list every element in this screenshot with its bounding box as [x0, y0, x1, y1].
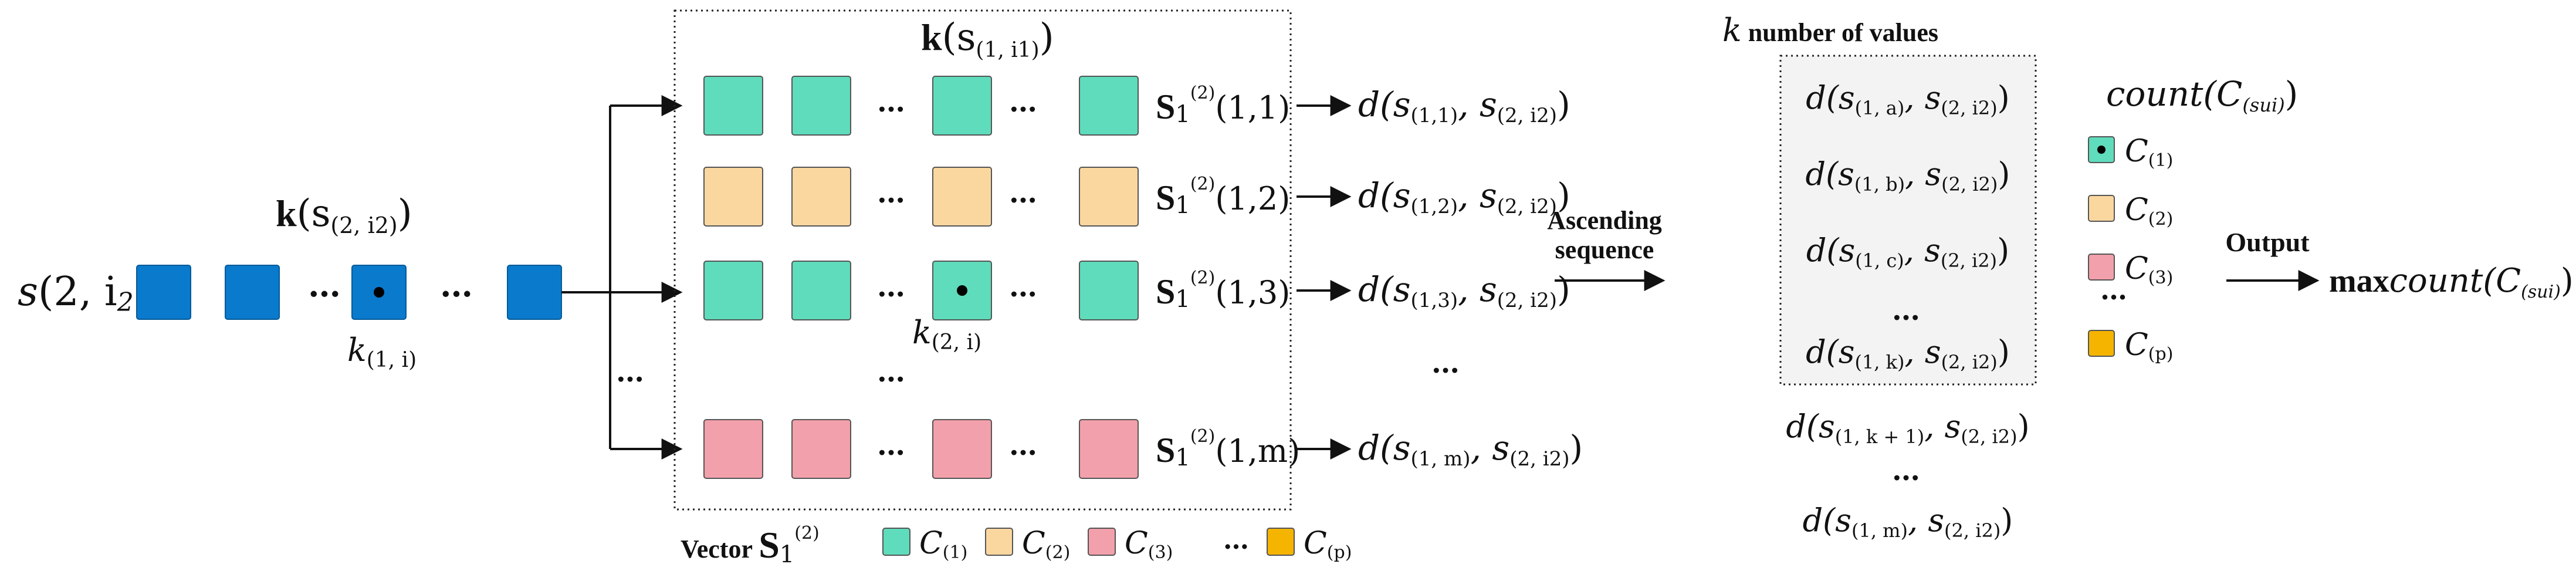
legend-swatch — [882, 528, 910, 556]
matrix-cell — [932, 76, 992, 136]
legend-items: C(1) C(2) C(3) … C(p) — [882, 525, 1352, 563]
legend-label: C(2) — [1022, 526, 1070, 563]
matrix-point-marker — [957, 285, 967, 296]
matrix-ellipsis: … — [877, 356, 905, 389]
legend-swatch — [1088, 528, 1116, 556]
distance-value: d(s(1, m), s(2, i2)) — [1358, 428, 1583, 471]
fan-out-connectors — [561, 95, 683, 460]
matrix-cell — [1079, 76, 1139, 136]
training-matrix: k(s(1, i1)) … … S1(2)(1,1) … … S1(2)(1,2) … … S1… — [673, 9, 1300, 511]
matrix-row-label: S1(2)(1,2) — [1156, 174, 1290, 219]
row-ellipsis: … — [877, 86, 905, 119]
legend-title: Vector S1(2) — [681, 523, 820, 568]
legend-swatch — [1267, 528, 1295, 556]
input-point-marker — [374, 287, 384, 298]
k-values-list: d(s(1, a), s(2, i2)) d(s(1, b), s(2, i2))… — [1806, 79, 2010, 373]
input-label: s(2, i2) — [18, 269, 149, 318]
connector-ellipsis: … — [616, 356, 644, 389]
sort-label-line2: sequence — [1555, 235, 1654, 264]
row-ellipsis: … — [877, 429, 905, 462]
output-result: maxcount(C(sui)) — [2329, 262, 2574, 302]
input-vector-label: k(s(2, i2)) — [276, 192, 412, 238]
count-label: C(1) — [2125, 134, 2173, 171]
matrix-frame — [673, 9, 1292, 511]
k-values: k number of values d(s(1, a), s(2, i2))d… — [1722, 12, 2037, 542]
matrix-cell — [703, 76, 763, 136]
k-value: d(s(1, a), s(2, i2)) — [1806, 79, 2010, 119]
k-values-ellipsis: … — [1892, 294, 1920, 327]
output-step: Output maxcount(C(sui)) — [2225, 227, 2573, 302]
remaining-value: d(s(1, m), s(2, i2)) — [1803, 502, 2013, 542]
count-swatch — [2088, 330, 2115, 357]
count-panel: count(C(sui)) C(1) C(2) C(3) C(p) … — [2088, 74, 2298, 364]
input-ellipsis: … — [440, 266, 473, 305]
count-marker — [2097, 146, 2106, 154]
matrix-title: k(s(1, i1)) — [921, 16, 1054, 62]
legend-swatch — [985, 528, 1013, 556]
row-ellipsis: … — [1009, 86, 1037, 119]
k-rest-ellipsis: … — [1892, 454, 1920, 487]
input-ellipsis: … — [308, 266, 341, 305]
row-ellipsis: … — [877, 177, 905, 210]
input-cell — [507, 265, 562, 320]
k-values-title: k number of values — [1722, 12, 1938, 49]
count-ellipsis: … — [2100, 274, 2127, 306]
k-value: d(s(1, c), s(2, i2)) — [1806, 232, 2009, 272]
matrix-row-label: S1(2)(1,m) — [1156, 426, 1300, 471]
row-ellipsis: … — [1009, 177, 1037, 210]
count-label: C(2) — [2125, 193, 2173, 229]
remaining-value: d(s(1, k + 1), s(2, i2)) — [1786, 408, 2029, 448]
matrix-rows: … … S1(2)(1,1) … … S1(2)(1,2) … … S1(2)(1,3) … … S1… — [703, 76, 1300, 479]
distance-ellipsis: … — [1431, 347, 1460, 380]
count-swatch — [2088, 254, 2115, 281]
k-value: d(s(1, b), s(2, i2)) — [1806, 156, 2010, 195]
matrix-cell — [791, 261, 851, 320]
matrix-point-label: k(2, i) — [912, 314, 981, 354]
matrix-cell — [791, 76, 851, 136]
input-cell — [136, 265, 191, 320]
matrix-cell — [791, 167, 851, 227]
matrix-cell — [791, 419, 851, 479]
matrix-cell — [703, 261, 763, 320]
count-label: C(p) — [2125, 327, 2173, 364]
matrix-row-label: S1(2)(1,1) — [1156, 83, 1290, 128]
count-title: count(C(sui)) — [2106, 74, 2298, 116]
input-point-label: k(1, i) — [347, 332, 417, 372]
row-ellipsis: … — [1009, 429, 1037, 462]
legend-label: C(1) — [919, 526, 967, 563]
matrix-cell — [932, 167, 992, 227]
matrix-row-label: S1(2)(1,3) — [1156, 268, 1290, 313]
k-value: d(s(1, k), s(2, i2)) — [1806, 333, 2010, 373]
matrix-cell — [703, 167, 763, 227]
matrix-cell — [703, 419, 763, 479]
legend-label: C(3) — [1125, 526, 1173, 563]
matrix-cell — [1079, 419, 1139, 479]
count-label: C(3) — [2125, 251, 2173, 288]
sort-label-line1: Ascending — [1547, 206, 1662, 235]
input-vector: s(2, i2) … … k(s(2, i2)) k(1, i) — [18, 192, 562, 372]
vector-legend: Vector S1(2) C(1) C(2) C(3) … C(p) — [681, 523, 1352, 568]
k-values-box — [1779, 55, 2037, 386]
sort-step: Ascending sequence — [1547, 206, 1666, 291]
distance-value: d(s(1,2), s(2, i2)) — [1358, 175, 1570, 218]
matrix-cell — [932, 419, 992, 479]
distance-value: d(s(1,3), s(2, i2)) — [1358, 269, 1570, 312]
count-items: C(1) C(2) C(3) C(p) — [2088, 134, 2173, 364]
legend-label: C(p) — [1304, 526, 1352, 563]
matrix-cell — [1079, 261, 1139, 320]
legend-ellipsis: … — [1223, 525, 1249, 555]
count-swatch — [2088, 195, 2115, 222]
input-cell — [225, 265, 280, 320]
row-ellipsis: … — [1009, 271, 1037, 303]
matrix-cell — [1079, 167, 1139, 227]
distance-column: d(s(1,1), s(2, i2)) d(s(1,2), s(2, i2)) d(… — [1297, 85, 1583, 471]
output-label: Output — [2225, 227, 2310, 257]
row-ellipsis: … — [877, 271, 905, 303]
distance-value: d(s(1,1), s(2, i2)) — [1358, 85, 1570, 127]
k-values-rest: d(s(1, k + 1), s(2, i2)) d(s(1, m), s(2, … — [1786, 408, 2029, 542]
